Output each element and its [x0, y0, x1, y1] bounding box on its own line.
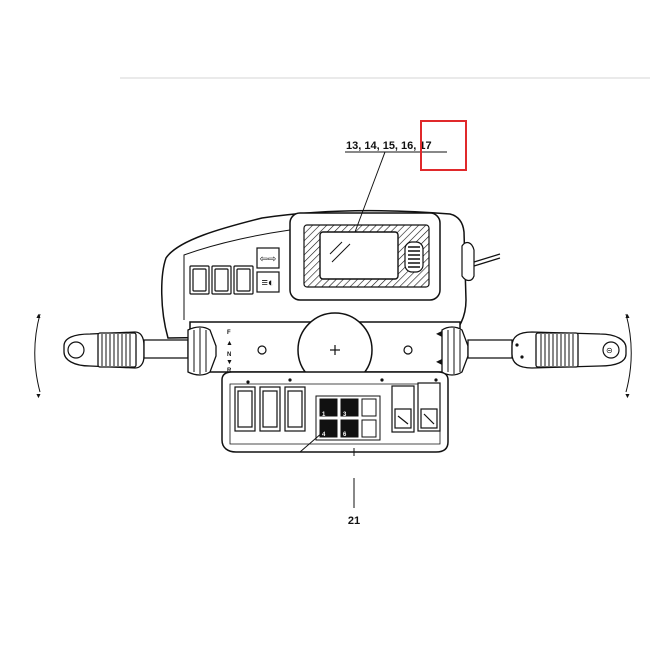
lamp-icon — [189, 265, 210, 295]
rocker-switches — [234, 386, 306, 432]
screw-left — [257, 345, 267, 355]
arrows-lamp-icon — [256, 247, 280, 269]
callout-label-top: 13, 14, 15, 16, 17 — [346, 140, 432, 152]
left-motion-arrow — [34, 313, 41, 393]
lamp-icon — [233, 265, 254, 295]
direction-letter-f: F — [227, 330, 231, 336]
key-knob — [461, 241, 475, 282]
right-stalk-end-cap — [602, 341, 620, 359]
arrow-icon: ◀ — [436, 329, 443, 338]
arrow-icon: ▲ — [226, 340, 233, 347]
callout-label-bottom: 21 — [348, 515, 360, 527]
lamp-icon — [211, 265, 232, 295]
keypad — [315, 395, 381, 441]
screen-glare-2 — [331, 243, 351, 263]
housing-inner-outline — [183, 229, 291, 320]
key-shaft — [473, 253, 501, 263]
arrows-glyph: ⇦⇨ — [260, 254, 277, 265]
key-digit: 4 — [322, 432, 326, 438]
callout-top-leader — [354, 151, 386, 233]
headlight-icon — [256, 271, 280, 293]
arrow-icon: ▼ — [35, 393, 42, 400]
arrow-icon: ▼ — [624, 393, 631, 400]
right-stalk-bellows — [447, 328, 461, 374]
right-stalk-grip-ridges — [540, 334, 574, 366]
left-stalk — [63, 326, 217, 376]
arrow-icon: ▲ — [624, 313, 631, 320]
arrow-icon: ▼ — [226, 359, 233, 366]
screw-right — [403, 345, 413, 355]
left-stalk-bellows — [193, 328, 207, 374]
display-screen — [319, 231, 399, 280]
direction-letter-n: N — [227, 352, 231, 358]
highlight-box — [420, 120, 467, 171]
thumbwheel-ridges — [408, 246, 420, 268]
direction-letter-r: R — [227, 368, 232, 374]
right-motion-arrow — [625, 313, 632, 393]
left-stalk-end-cap — [67, 341, 85, 359]
indicator-lamps — [189, 265, 254, 295]
thumbwheel — [404, 241, 424, 273]
right-stalk — [441, 326, 627, 376]
key-digit: 3 — [343, 412, 347, 418]
headlight-glyph: ≡◐ — [261, 277, 274, 289]
arrow-icon: ▲ — [35, 313, 42, 320]
key-digit: 6 — [343, 432, 347, 438]
arrow-icon: ◀ — [436, 357, 443, 366]
key-digit: 1 — [322, 412, 326, 418]
callout-lower-leader — [299, 425, 331, 453]
lower-panel-inner — [229, 383, 441, 445]
left-stalk-grip-ridges — [101, 334, 131, 366]
screen-glare-1 — [329, 241, 343, 255]
lamp-icon: ⊝ — [606, 346, 613, 355]
